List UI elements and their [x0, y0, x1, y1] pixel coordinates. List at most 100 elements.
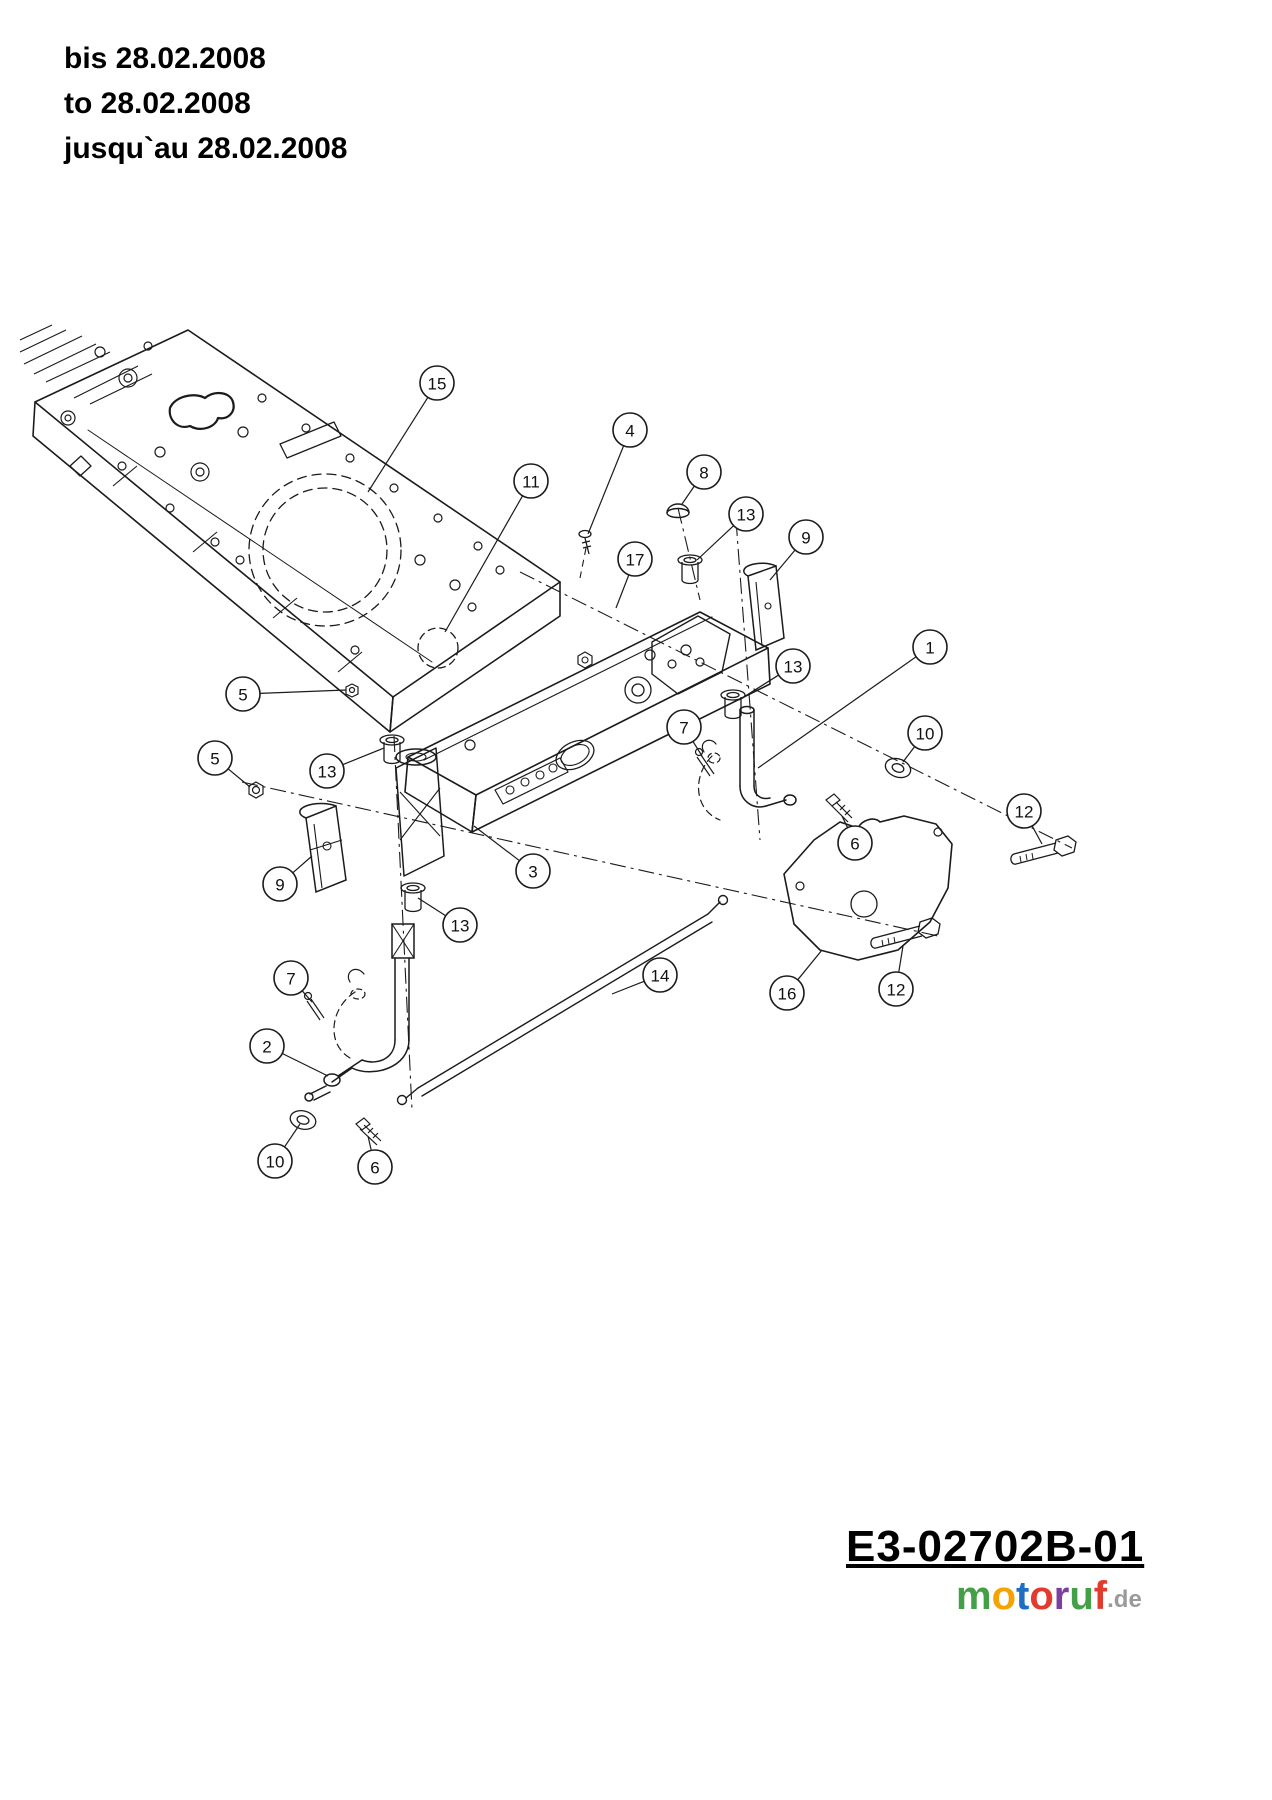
callout-balloon-12: [878, 971, 914, 1007]
callout-number: 13: [784, 658, 803, 677]
callout-balloon-14: [642, 957, 678, 993]
callout-number: 6: [370, 1159, 379, 1178]
watermark: motoruf.de: [956, 1574, 1142, 1619]
washer-left: [289, 1110, 317, 1130]
callout-balloon-6: [357, 1149, 393, 1185]
callout-balloon-11: [513, 463, 549, 499]
flange-bushing-top-right: [677, 554, 703, 585]
right-spindle: [698, 705, 797, 821]
callout-number: 2: [262, 1038, 271, 1057]
axle-beam: [404, 611, 771, 833]
flange-bushing-right: [720, 689, 746, 720]
callout-leader-9: [292, 855, 313, 874]
callout-balloon-3: [515, 853, 551, 889]
callout-number: 17: [626, 551, 645, 570]
callout-number: 12: [1015, 803, 1034, 822]
callout-leader-7: [301, 990, 313, 1003]
callout-balloon-10: [907, 715, 943, 751]
callout-leader-10: [284, 1123, 301, 1148]
title-line-french: jusqu`au 28.02.2008: [64, 132, 348, 165]
callout-balloon-13: [728, 496, 764, 532]
callout-number: 14: [651, 967, 670, 986]
callout-balloon-2: [249, 1028, 285, 1064]
callout-leader-12: [898, 945, 904, 973]
callout-number: 9: [275, 876, 284, 895]
washer-right: [884, 757, 912, 779]
watermark-letter: .de: [1107, 1586, 1142, 1613]
callout-leader-13: [696, 525, 735, 561]
callout-leader-12: [1031, 825, 1043, 845]
callout-number: 1: [925, 639, 934, 658]
hex-bolt-upper: [1010, 835, 1077, 865]
watermark-letter: r: [1053, 1574, 1070, 1618]
left-pivot-tower: [395, 747, 445, 877]
callout-number: 4: [625, 422, 634, 441]
callout-leader-7: [692, 741, 703, 757]
callout-balloon-9: [262, 866, 298, 902]
callout-number: 8: [699, 464, 708, 483]
callout-balloon-10: [257, 1143, 293, 1179]
callout-balloon-13: [309, 753, 345, 789]
small-screw: [578, 529, 592, 555]
callout-number: 13: [451, 917, 470, 936]
break-hatching: [19, 324, 363, 673]
validity-title-block: bis 28.02.2008 to 28.02.2008 jusqu`au 28…: [64, 36, 347, 171]
hex-nut-lower: [248, 781, 264, 799]
tie-rod: [396, 894, 729, 1106]
callout-leader-2: [281, 1052, 329, 1077]
title-line-english: to 28.02.2008: [64, 87, 251, 120]
callout-balloon-1: [912, 629, 948, 665]
bearing-tube-right: [743, 562, 785, 652]
callout-leader-9: [769, 549, 796, 581]
callout-number: 5: [210, 750, 219, 769]
flange-bushing-left-lower: [400, 882, 426, 913]
callout-number: 15: [428, 375, 447, 394]
callout-leader-10: [902, 746, 916, 763]
callout-leader-5: [259, 689, 347, 694]
cotter-pin-left: [303, 991, 325, 1021]
callout-balloon-12: [1006, 793, 1042, 829]
drawing-number: E3-02702B-01: [846, 1522, 1145, 1571]
callout-leader-13: [342, 747, 385, 766]
callout-balloon-5: [225, 676, 261, 712]
callout-number: 5: [238, 686, 247, 705]
center-lines: [241, 507, 1073, 1111]
callout-number: 13: [318, 763, 337, 782]
title-line-german: bis 28.02.2008: [64, 42, 266, 75]
hex-nut-upper: [345, 683, 359, 698]
bearing-tube-left: [299, 802, 347, 894]
watermark-letter: m: [956, 1574, 992, 1618]
small-bolt-left: [355, 1117, 382, 1146]
frame-panel: [32, 329, 561, 733]
watermark-letter: o: [1029, 1574, 1054, 1618]
callout-leader-15: [367, 397, 429, 493]
callout-leader-17: [615, 574, 630, 609]
callout-balloon-13: [775, 648, 811, 684]
small-bolt-right: [825, 793, 853, 823]
watermark-letter: f: [1093, 1574, 1108, 1618]
callout-number: 6: [850, 835, 859, 854]
callout-balloon-8: [686, 454, 722, 490]
callout-number: 9: [801, 529, 810, 548]
callout-leader-8: [681, 485, 695, 505]
callout-number: 7: [679, 719, 688, 738]
callout-number: 10: [266, 1153, 285, 1172]
callout-balloon-17: [617, 541, 653, 577]
flange-bushing-left-upper: [379, 734, 405, 765]
callout-balloon-7: [273, 960, 309, 996]
callout-balloon-6: [837, 825, 873, 861]
callout-leader-4: [587, 445, 625, 535]
left-spindle: [304, 923, 415, 1102]
callout-balloon-15: [419, 365, 455, 401]
drop-lines: [579, 547, 587, 579]
watermark-letter: t: [1016, 1574, 1030, 1618]
callout-leader-13: [738, 674, 779, 701]
callout-number: 16: [778, 985, 797, 1004]
callout-balloon-9: [788, 519, 824, 555]
callout-leader-6: [841, 815, 849, 828]
callout-balloon-7: [666, 709, 702, 745]
cotter-pin-right: [694, 747, 715, 777]
